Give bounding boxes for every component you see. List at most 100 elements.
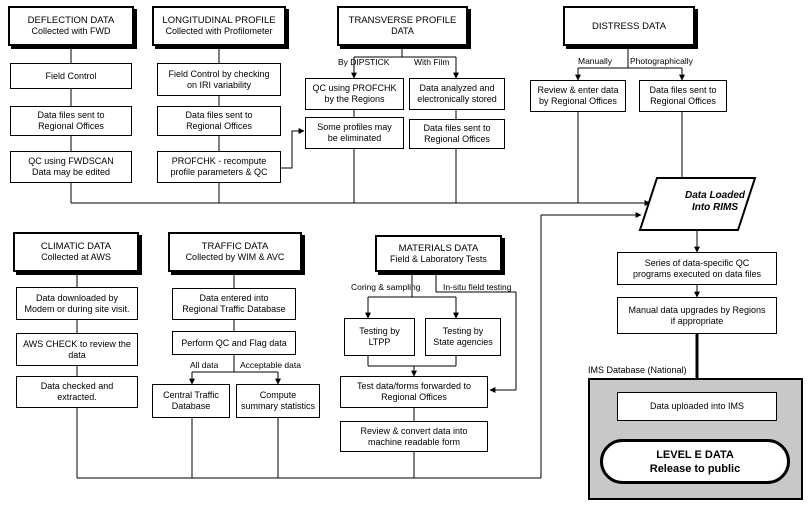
- compute-line1: Compute: [259, 390, 297, 400]
- convert-line1: Review & convert data into: [360, 425, 468, 436]
- review-line1: Review & enter data: [537, 85, 619, 95]
- convert-line2: machine readable form: [367, 436, 461, 447]
- qc-profchk-box: QC using PROFCHK by the Regions: [305, 78, 404, 110]
- state-line1: Testing by: [442, 326, 484, 336]
- traffic-data-header: TRAFFIC DATA Collected by WIM & AVC: [168, 232, 302, 272]
- materials-data-header: MATERIALS DATA Field & Laboratory Tests: [375, 235, 502, 272]
- level-e-title: LEVEL E DATA: [656, 448, 734, 461]
- traffic-title: TRAFFIC DATA: [201, 241, 269, 252]
- climatic-data-header: CLIMATIC DATA Collected at AWS: [13, 232, 139, 272]
- regional-traffic-db-box: Data entered into Regional Traffic Datab…: [172, 288, 296, 320]
- level-e-data-box: LEVEL E DATA Release to public: [600, 439, 790, 484]
- fwdscan-line2: Data may be edited: [31, 167, 111, 177]
- qc-programs-line1: Series of data-specific QC: [644, 257, 750, 268]
- review-line2: by Regional Offices: [539, 96, 617, 106]
- traffic-entered-line2: Regional Traffic Database: [182, 304, 286, 314]
- transverse-subtitle: DATA: [391, 26, 414, 36]
- traffic-subtitle: Collected by WIM & AVC: [185, 252, 285, 262]
- acceptable-data-label: Acceptable data: [240, 360, 301, 370]
- distress-title: DISTRESS DATA: [591, 20, 667, 32]
- profchk-recompute-box: PROFCHK - recompute profile parameters &…: [157, 151, 281, 183]
- forwarded-line1: Test data/forms forwarded to: [356, 381, 472, 391]
- profchk-line2: profile parameters & QC: [170, 167, 268, 177]
- manual-line2: if appropriate: [670, 315, 724, 326]
- analyzed-line1: Data analyzed and: [419, 83, 495, 93]
- trans-files-line2: Regional Offices: [424, 134, 490, 144]
- downloaded-line1: Data downloaded by: [35, 292, 119, 303]
- deflection-subtitle: Collected with FWD: [31, 26, 111, 36]
- climatic-title: CLIMATIC DATA: [40, 241, 112, 252]
- forwarded-line2: Regional Offices: [381, 392, 447, 402]
- downloaded-line2: Modem or during site visit.: [24, 303, 130, 314]
- data-checked-box: Data checked and extracted.: [16, 376, 138, 408]
- review-enter-data-box: Review & enter data by Regional Offices: [530, 80, 626, 112]
- field-control-label: Field Control: [45, 70, 97, 81]
- checked-line2: extracted.: [57, 392, 97, 402]
- manually-label: Manually: [578, 56, 613, 66]
- perform-qc-label: Perform QC and Flag data: [181, 337, 287, 348]
- transverse-title: TRANSVERSE PROFILE: [348, 15, 457, 26]
- in-situ-testing-label: In-situ field testing: [443, 282, 512, 292]
- compute-summary-box: Compute summary statistics: [236, 384, 320, 418]
- data-uploaded-box: Data uploaded into IMS: [617, 392, 777, 421]
- data-downloaded-box: Data downloaded by Modem or during site …: [16, 287, 138, 320]
- transverse-profile-header: TRANSVERSE PROFILE DATA: [337, 6, 468, 46]
- long-files-line1: Data files sent to: [185, 110, 253, 120]
- state-line2: State agencies: [433, 337, 493, 347]
- qc-profchk-line2: by the Regions: [324, 94, 385, 104]
- aws-check-line1: AWS CHECK to review the: [23, 338, 131, 349]
- files-sent-line1: Data files sent to: [37, 110, 105, 120]
- review-convert-box: Review & convert data into machine reada…: [340, 421, 488, 452]
- longitudinal-profile-header: LONGITUDINAL PROFILE Collected with Prof…: [152, 6, 286, 46]
- eliminated-line1: Some profiles may: [317, 122, 392, 132]
- all-data-label: All data: [190, 360, 219, 370]
- qc-profchk-line1: QC using PROFCHK: [312, 83, 397, 93]
- rims-line2: Into RIMS: [691, 202, 739, 213]
- checked-line1: Data checked and: [40, 381, 114, 391]
- with-film-label: With Film: [414, 57, 450, 67]
- photographically-label: Photographically: [630, 56, 693, 66]
- profchk-line1: PROFCHK - recompute: [171, 156, 267, 166]
- distress-files-sent-box: Data files sent to Regional Offices: [639, 80, 727, 112]
- longitudinal-title: LONGITUDINAL PROFILE: [162, 15, 276, 26]
- central-traffic-db-box: Central Traffic Database: [152, 384, 230, 418]
- trans-files-line1: Data files sent to: [423, 123, 491, 133]
- rims-parallelogram: [638, 177, 757, 231]
- release-to-public: Release to public: [649, 462, 741, 475]
- data-analyzed-box: Data analyzed and electronically stored: [409, 78, 505, 110]
- deflection-title: DEFLECTION DATA: [27, 15, 115, 26]
- iri-line1: Field Control by checking: [168, 68, 270, 79]
- fwdscan-line1: QC using FWDSCAN: [28, 156, 114, 166]
- iri-field-control-box: Field Control by checking on IRI variabi…: [157, 63, 281, 96]
- by-dipstick-label: By DIPSTICK: [338, 57, 390, 67]
- data-loaded-into-rims: Data Loaded Into RIMS: [640, 190, 790, 214]
- perform-qc-flag-box: Perform QC and Flag data: [172, 331, 296, 355]
- central-traffic-line1: Central Traffic: [163, 390, 219, 400]
- distress-data-header: DISTRESS DATA: [563, 6, 695, 46]
- materials-title: MATERIALS DATA: [398, 242, 479, 254]
- test-data-forwarded-box: Test data/forms forwarded to Regional Of…: [340, 376, 488, 408]
- qc-programs-box: Series of data-specific QC programs exec…: [617, 252, 777, 285]
- longitudinal-files-sent-box: Data files sent to Regional Offices: [157, 106, 281, 136]
- long-files-line2: Regional Offices: [186, 121, 252, 131]
- profiles-eliminated-box: Some profiles may be eliminated: [305, 117, 404, 149]
- manual-line1: Manual data upgrades by Regions: [628, 304, 766, 315]
- files-sent-line2: Regional Offices: [38, 121, 104, 131]
- traffic-entered-line1: Data entered into: [199, 293, 269, 303]
- ims-database-label: IMS Database (National): [588, 365, 687, 375]
- aws-check-box: AWS CHECK to review the data: [16, 333, 138, 366]
- distress-files-line1: Data files sent to: [649, 85, 717, 95]
- fwdscan-qc-box: QC using FWDSCAN Data may be edited: [10, 151, 132, 183]
- coring-sampling-label: Coring & sampling: [351, 282, 421, 292]
- analyzed-line2: electronically stored: [417, 94, 497, 104]
- rims-line1: Data Loaded: [684, 190, 745, 201]
- upload-label: Data uploaded into IMS: [649, 401, 745, 411]
- qc-programs-line2: programs executed on data files: [632, 268, 762, 279]
- compute-line2: summary statistics: [240, 401, 315, 411]
- testing-by-ltpp-box: Testing by LTPP: [344, 318, 415, 356]
- transverse-files-sent-box: Data files sent to Regional Offices: [409, 119, 505, 149]
- ltpp-line1: Testing by: [359, 326, 400, 336]
- materials-subtitle: Field & Laboratory Tests: [390, 253, 487, 264]
- deflection-data-header: DEFLECTION DATA Collected with FWD: [8, 6, 134, 46]
